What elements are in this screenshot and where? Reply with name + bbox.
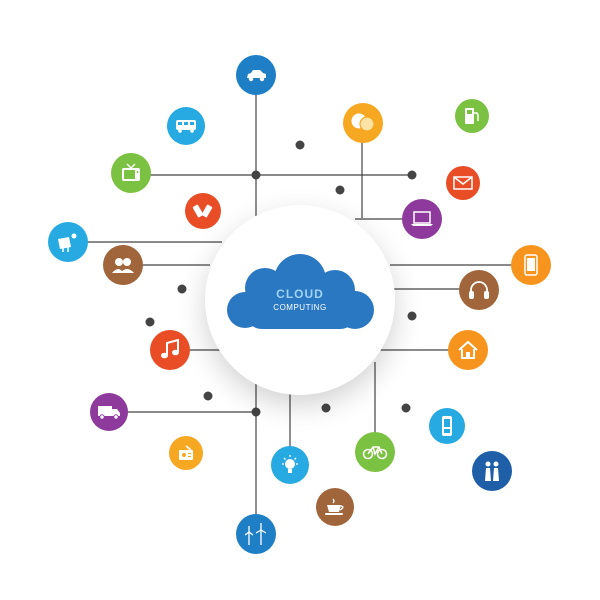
cloud-title: CLOUD (276, 287, 324, 301)
tablet-icon (511, 245, 551, 285)
coffee-icon (316, 488, 354, 526)
tv-icon (111, 153, 151, 193)
home-icon (448, 330, 488, 370)
wind-turbine-icon (236, 514, 276, 554)
bicycle-icon (355, 432, 395, 472)
fuel-pump-icon (455, 99, 489, 133)
mail-icon (446, 166, 480, 200)
cloud-icon (227, 254, 374, 329)
phones-icon (185, 193, 221, 229)
radio-icon (169, 436, 203, 470)
car-icon (236, 55, 276, 95)
headphones-icon (459, 270, 499, 310)
mobile-phone-icon (429, 408, 465, 444)
cloud-subtitle: COMPUTING (273, 303, 327, 312)
solar-panel-icon (48, 222, 88, 262)
people-icon (472, 451, 512, 491)
laptop-icon (402, 199, 442, 239)
users-icon (103, 245, 143, 285)
light-bulb-icon (271, 446, 309, 484)
chat-icon (343, 103, 383, 143)
music-icon (150, 330, 190, 370)
bus-icon (167, 107, 205, 145)
truck-icon (90, 393, 128, 431)
